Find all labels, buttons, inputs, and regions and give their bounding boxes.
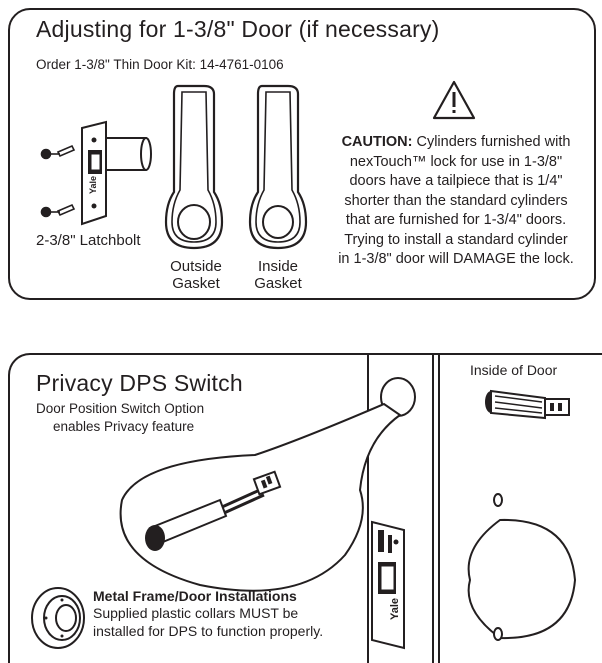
metal-frame-line2: installed for DPS to function properly.: [93, 623, 324, 639]
warning-triangle-icon: [432, 80, 476, 120]
outside-gasket-label-line1: Outside: [170, 258, 222, 275]
metal-frame-line1: Supplied plastic collars MUST be: [93, 605, 299, 621]
outside-gasket-label-line2: Gasket: [172, 275, 220, 292]
caution-heading: CAUTION:: [341, 134, 413, 150]
caution-line: shorter than the standard cylinders: [344, 192, 568, 209]
caution-line: in 1-3/8" door will DAMAGE the lock.: [338, 251, 574, 267]
dps-wire-illustration: [485, 389, 570, 420]
privacy-dps-title: Privacy DPS Switch: [36, 370, 243, 396]
caution-text: CAUTION: Cylinders furnished with nexTou…: [318, 133, 594, 270]
thin-door-title: Adjusting for 1-3/8" Door (if necessary): [36, 16, 440, 42]
outside-gasket-label: Outside Gasket: [168, 258, 224, 292]
caution-line: Cylinders furnished with: [412, 134, 571, 150]
strike-brand-text: Yale: [389, 598, 401, 620]
thin-door-kit-text: Order 1-3/8" Thin Door Kit: 14-4761-0106: [36, 57, 284, 72]
caution-line: doors have a tailpiece that is 1/4": [349, 173, 563, 189]
latch-brand-text: Yale: [88, 176, 98, 194]
caution-line: that are furnished for 1-3/4" doors.: [345, 212, 567, 228]
inside-gasket-label: Inside Gasket: [250, 258, 306, 292]
caution-line: Trying to install a standard cylinder: [344, 231, 568, 248]
door-prep-cutout-illustration: [467, 493, 577, 641]
strike-plate-illustration: [371, 520, 405, 650]
dps-subtitle-line2: enables Privacy feature: [53, 419, 195, 434]
inside-gasket-illustration: [248, 84, 308, 250]
dps-subtitle-line1: Door Position Switch Option: [36, 401, 205, 416]
plastic-collar-illustration: [31, 587, 85, 649]
inside-door-label: Inside of Door: [470, 362, 558, 378]
dps-switch-illustration: [145, 470, 282, 551]
outside-gasket-illustration: [164, 84, 224, 250]
metal-frame-heading: Metal Frame/Door Installations: [93, 588, 297, 604]
caution-line: nexTouch™ lock for use in 1-3/8": [349, 153, 563, 170]
screw-icon: [40, 203, 76, 218]
inside-gasket-label-line2: Gasket: [254, 275, 302, 292]
inside-gasket-label-line1: Inside: [257, 258, 299, 275]
latchbolt-illustration: Yale: [40, 120, 152, 226]
screw-icon: [40, 144, 76, 160]
latchbolt-label: 2-3/8" Latchbolt: [36, 232, 141, 249]
